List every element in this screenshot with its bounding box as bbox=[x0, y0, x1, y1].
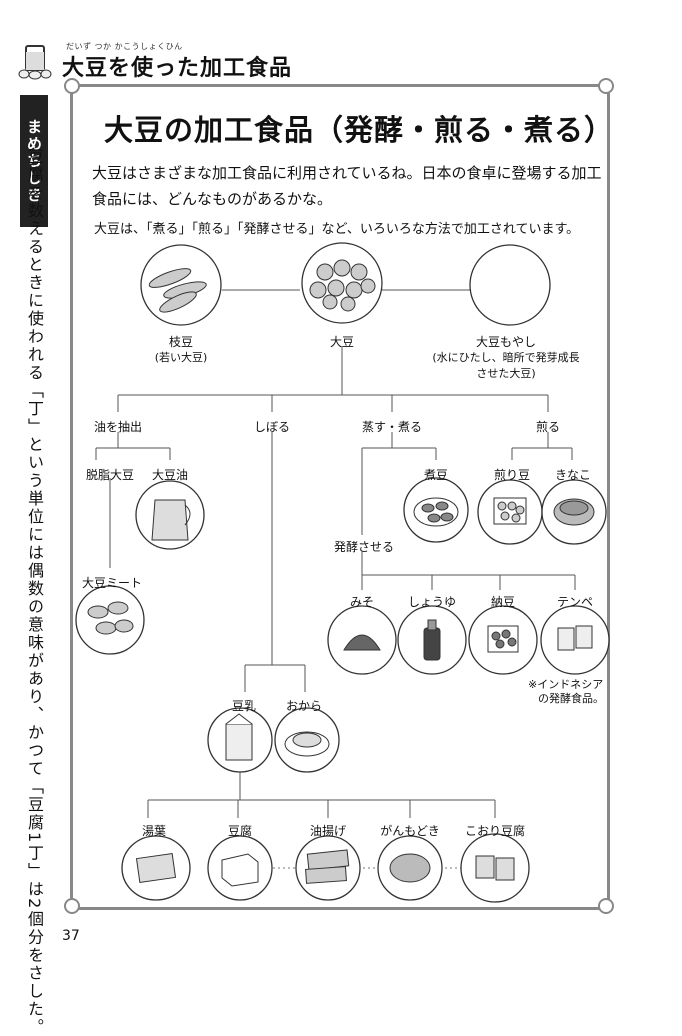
tempeh-illustration bbox=[540, 605, 610, 675]
edamame-note: (若い大豆) bbox=[154, 351, 208, 364]
natto-label: 納豆 bbox=[490, 595, 516, 609]
yuba-label: 湯葉 bbox=[141, 824, 167, 838]
kinako-label: きなこ bbox=[554, 468, 592, 482]
trivia-tag: まめちしき bbox=[20, 95, 48, 227]
ferment-label: 発酵させる bbox=[333, 540, 395, 554]
squeeze-label: しぼる bbox=[253, 420, 291, 434]
soybean-label: 大豆 bbox=[329, 335, 355, 349]
edamame-label: 枝豆 bbox=[168, 335, 194, 349]
intro-text: 大豆はさまざまな加工食品に利用されているね。日本の食卓に登場する加工食品には、ど… bbox=[92, 164, 602, 208]
trivia-text: 豆腐を数えるときに使われる「丁」という単位には偶数の意味があり、かつて「豆腐1丁… bbox=[25, 148, 44, 1036]
miso-label: みそ bbox=[349, 595, 375, 609]
frame-corner bbox=[598, 78, 614, 94]
soy-meat-label: 大豆ミート bbox=[81, 576, 143, 590]
bean-sprouts-label: 大豆もやし bbox=[475, 335, 537, 349]
simmered-beans-label: 煮豆 bbox=[423, 468, 449, 482]
tempeh-note: ※インドネシア の発酵食品。 bbox=[528, 678, 604, 706]
frozen-tofu-illustration bbox=[460, 833, 530, 903]
frozen-tofu-label: こおり豆腐 bbox=[464, 824, 526, 838]
soy-oil-label: 大豆油 bbox=[151, 468, 189, 482]
defatted-soybean-label: 脱脂大豆 bbox=[85, 468, 135, 482]
page-title: 大豆の加工食品（発酵・煎る・煮る） bbox=[104, 113, 615, 147]
frame-corner bbox=[598, 898, 614, 914]
bean-sprouts-illustration bbox=[469, 244, 551, 326]
roasted-beans-label: 煎り豆 bbox=[493, 468, 531, 482]
tempeh-note-line-2: の発酵食品。 bbox=[538, 692, 604, 705]
fried-tofu-label: 油揚げ bbox=[309, 824, 347, 838]
content-frame bbox=[70, 84, 610, 910]
soymilk-glass-icon bbox=[18, 45, 52, 80]
roast-label: 煎る bbox=[535, 420, 561, 434]
soy-milk-label: 豆乳 bbox=[231, 699, 257, 713]
soy-sauce-label: しょうゆ bbox=[407, 595, 457, 609]
header-title: 大豆を使った加工食品 bbox=[62, 56, 293, 81]
frame-corner bbox=[64, 898, 80, 914]
tofu-label: 豆腐 bbox=[227, 824, 253, 838]
header-ruby: だいず つか かこうしょくひん bbox=[66, 42, 183, 51]
steam-boil-label: 蒸す・煮る bbox=[361, 420, 423, 434]
frame-corner bbox=[64, 78, 80, 94]
processing-tree-diagram bbox=[75, 242, 610, 903]
bean-sprouts-note-2: させた大豆) bbox=[476, 367, 536, 380]
tempeh-note-line-1: ※インドネシア bbox=[528, 678, 604, 691]
ganmodoki-label: がんもどき bbox=[380, 824, 440, 838]
oil-extract-label: 油を抽出 bbox=[93, 420, 143, 434]
tempeh-label: テンペ bbox=[556, 595, 594, 609]
bean-sprouts-note-1: (水にひたし、暗所で発芽成長 bbox=[432, 351, 580, 364]
soy-meat-illustration bbox=[75, 585, 145, 655]
page-number: 37 bbox=[62, 928, 80, 944]
okara-label: おから bbox=[285, 699, 323, 713]
sub-intro-text: 大豆は、「煮る」「煎る」「発酵させる」など、いろいろな方法で加工されています。 bbox=[94, 222, 580, 237]
